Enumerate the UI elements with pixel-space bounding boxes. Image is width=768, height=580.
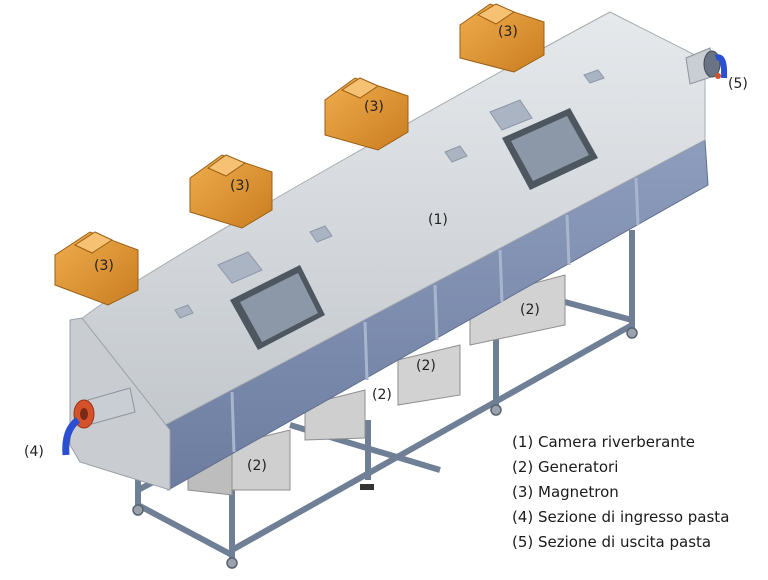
generator-box	[397, 344, 461, 406]
legend-item: (3) Magnetron	[512, 483, 619, 501]
callout-inlet: (4)	[24, 444, 44, 460]
magnetron-unit	[324, 77, 409, 151]
chamber-side-ribs	[230, 177, 640, 453]
callout-generator: (2)	[520, 302, 540, 318]
legend-item: (4) Sezione di ingresso pasta	[512, 508, 730, 526]
frame-wheels	[132, 327, 638, 569]
legend: (1) Camera riverberante (2) Generatori (…	[512, 430, 729, 555]
callout-chamber: (1)	[428, 212, 448, 228]
outlet-section	[685, 47, 728, 85]
magnetron-unit	[189, 154, 273, 229]
callout-magnetron: (3)	[498, 24, 518, 40]
callout-outlet: (5)	[728, 76, 748, 92]
callout-generator: (2)	[372, 387, 392, 403]
callout-magnetron: (3)	[94, 258, 114, 274]
magnetron-unit	[459, 3, 545, 73]
magnetron-unit	[54, 231, 139, 306]
inspection-window	[502, 108, 598, 190]
legend-item: (5) Sezione di uscita pasta	[512, 533, 712, 551]
legend-item: (2) Generatori	[512, 458, 619, 476]
inspection-window	[230, 265, 325, 350]
callout-magnetron: (3)	[364, 99, 384, 115]
callout-generator: (2)	[416, 358, 436, 374]
roof-hatches	[174, 69, 605, 319]
legend-item: (1) Camera riverberante	[512, 433, 695, 451]
callout-magnetron: (3)	[230, 178, 250, 194]
callout-generator: (2)	[247, 458, 267, 474]
inlet-section	[62, 387, 136, 456]
